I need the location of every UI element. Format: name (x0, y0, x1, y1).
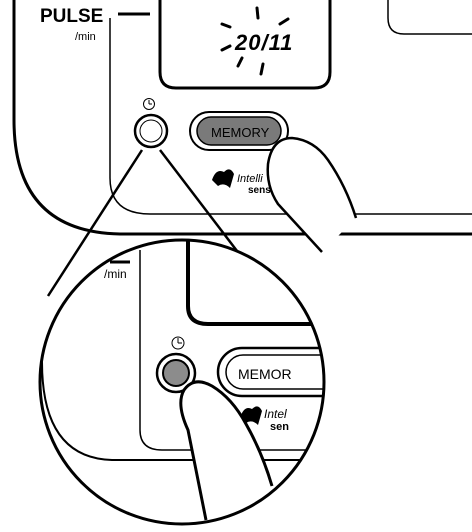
pulse-unit-label: /min (75, 31, 96, 43)
magnifier-callout-lines (46, 149, 251, 297)
zoomed-brand-suffix: sen (270, 421, 289, 433)
zoomed-memory-button[interactable]: MEMOR (216, 346, 366, 398)
zoomed-pulse-unit-label: /min (104, 267, 127, 281)
zoomed-detail: /min MEMOR Intel sen (38, 238, 366, 526)
memory-button-label: MEMORY (211, 125, 270, 140)
brand-prefix: Intelli (237, 173, 263, 185)
display-date-readout: 20/11 (234, 30, 293, 55)
intellisense-logo-icon: Intelli sense (212, 169, 277, 196)
clock-icon (143, 98, 155, 110)
zoomed-lcd-corner (186, 240, 324, 326)
zoomed-pressing-finger-icon (179, 380, 274, 521)
zoomed-memory-label: MEMOR (238, 366, 292, 382)
device-panel-outline (109, 18, 472, 215)
zoomed-clock-icon (171, 336, 185, 350)
zoomed-intellisense-logo-icon: Intel sen (240, 406, 289, 433)
lcd-display (158, 0, 332, 90)
pressing-finger-icon (266, 136, 358, 253)
zoomed-device-outline (41, 240, 324, 461)
magnifier-circle (38, 238, 326, 526)
zoomed-panel-outline (139, 250, 324, 451)
zoomed-clock-button[interactable] (155, 352, 197, 394)
side-panel-outline (387, 0, 472, 35)
device-top-view: PULSE /min 20/11 (12, 0, 472, 253)
memory-button[interactable]: MEMORY (189, 111, 289, 151)
device-body-outline (12, 0, 472, 236)
clock-button[interactable] (133, 113, 169, 149)
brand-suffix: sense (248, 185, 277, 196)
pulse-label: PULSE (40, 6, 103, 27)
zoomed-brand-prefix: Intel (264, 407, 287, 421)
flashing-indicator-marks (220, 6, 290, 76)
